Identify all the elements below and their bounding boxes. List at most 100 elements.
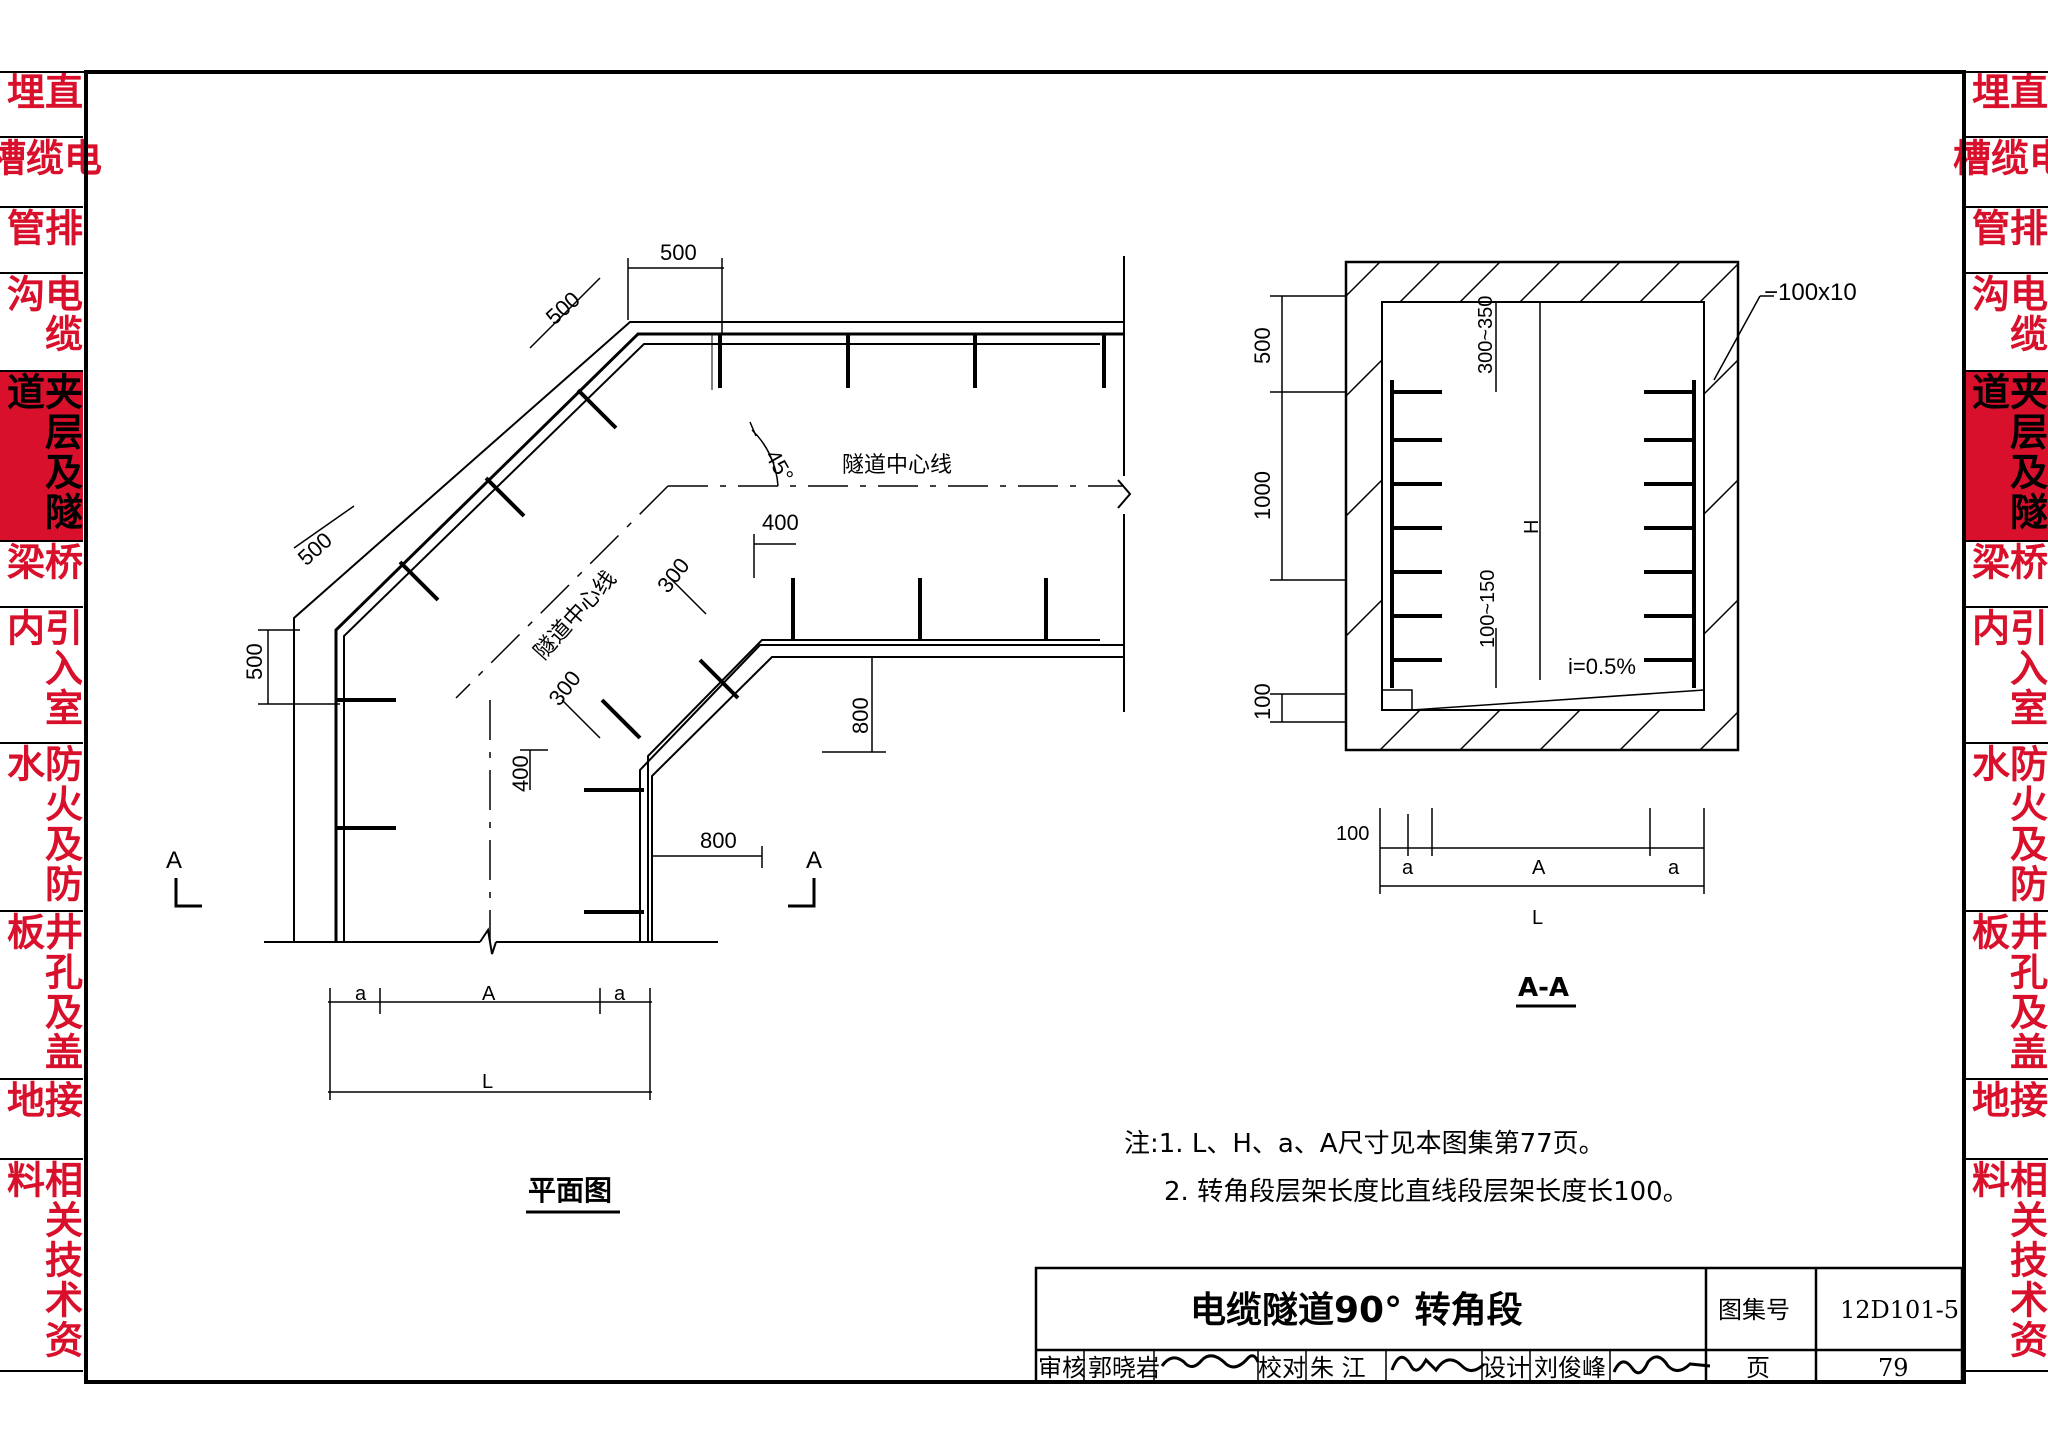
right-tab-label: 电缆槽	[1946, 138, 2048, 178]
plan-dim-L: L	[482, 1071, 493, 1093]
right-tab-label: 排管	[1965, 208, 2048, 248]
plan-centerline-label-h: 隧道中心线	[842, 453, 952, 478]
right-tab-0[interactable]: 直埋	[1965, 72, 2048, 138]
right-tab-1[interactable]: 电缆槽	[1947, 138, 2048, 208]
right-tab-7[interactable]: 防火及防水	[1965, 744, 2048, 912]
right-tab-10[interactable]: 相关技术资料	[1965, 1160, 2048, 1372]
plan-view	[174, 256, 1132, 1100]
plan-dim-800-horiz: 800	[700, 828, 737, 853]
check-label: 校对	[1258, 1354, 1306, 1382]
plan-dim-500-left: 500	[242, 643, 267, 680]
right-tab-label: 直埋	[1965, 72, 2048, 112]
left-tab-8[interactable]: 井孔及盖板	[0, 912, 83, 1080]
left-tab-10[interactable]: 相关技术资料	[0, 1160, 83, 1372]
right-tab-label: 桥梁	[1965, 542, 2048, 582]
left-tab-label: 接地	[0, 1080, 83, 1120]
left-tab-2[interactable]: 排管	[0, 208, 83, 274]
left-tab-3[interactable]: 电缆沟	[0, 274, 83, 372]
drawing-title: 电缆隧道90° 转角段	[1190, 1290, 1523, 1331]
checker-name: 朱 江	[1310, 1354, 1366, 1382]
left-tab-5[interactable]: 桥梁	[0, 542, 83, 608]
left-tab-1[interactable]: 电缆槽	[0, 138, 102, 208]
left-tab-label: 井孔及盖板	[0, 912, 83, 1072]
atlas-number: 12D101-5	[1840, 1296, 1959, 1324]
left-tab-4[interactable]: 夹层及隧道	[0, 372, 83, 542]
plan-dim-A: A	[482, 983, 496, 1005]
design-label: 设计	[1482, 1354, 1530, 1382]
section-dim-100: 100	[1250, 683, 1275, 720]
left-tab-label: 相关技术资料	[0, 1160, 83, 1360]
plan-dim-400-top: 400	[762, 510, 799, 535]
plan-dim-500-top: 500	[660, 240, 697, 265]
plan-dim-500-diag: 500	[541, 287, 585, 330]
left-tab-label: 引入室内	[0, 608, 83, 728]
right-tab-9[interactable]: 接地	[1965, 1080, 2048, 1160]
note-line-1: 注:1. L、H、a、A尺寸见本图集第77页。	[1124, 1129, 1605, 1159]
reviewer-name: 郭晓岩	[1088, 1354, 1160, 1382]
left-tab-label: 电缆槽	[0, 138, 102, 178]
left-tab-7[interactable]: 防火及防水	[0, 744, 83, 912]
right-tab-label: 相关技术资料	[1965, 1160, 2048, 1360]
plan-angle: 45°	[760, 445, 798, 486]
left-tab-label: 桥梁	[0, 542, 83, 582]
plan-dim-300-a: 300	[652, 553, 694, 597]
right-tab-label: 防火及防水	[1965, 744, 2048, 904]
section-bar-spec: −100x10	[1764, 279, 1857, 306]
left-tab-0[interactable]: 直埋	[0, 72, 83, 138]
left-tab-label: 电缆沟	[0, 274, 83, 354]
section-dim-a-left: a	[1402, 857, 1414, 879]
plan-section-mark-right: A	[806, 847, 822, 874]
section-dim-1000: 1000	[1250, 471, 1275, 520]
title-block	[1034, 1266, 1964, 1384]
right-tab-label: 接地	[1965, 1080, 2048, 1120]
section-dim-a-right: a	[1668, 857, 1680, 879]
page-label: 页	[1746, 1354, 1770, 1382]
right-tab-5[interactable]: 桥梁	[1965, 542, 2048, 608]
right-tab-6[interactable]: 引入室内	[1965, 608, 2048, 744]
plan-centerline-label-d: 隧道中心线	[529, 566, 621, 664]
plan-dim-a-right: a	[614, 983, 626, 1005]
page-number: 79	[1878, 1354, 1909, 1382]
plan-dim-800-vert: 800	[848, 697, 873, 734]
left-tab-label: 夹层及隧道	[0, 372, 83, 532]
section-dim-H: H	[1521, 520, 1543, 534]
left-tab-9[interactable]: 接地	[0, 1080, 83, 1160]
section-dim-500: 500	[1250, 327, 1275, 364]
right-tab-label: 井孔及盖板	[1965, 912, 2048, 1072]
section-dim-100-150: 100~150	[1477, 570, 1499, 648]
right-tab-label: 夹层及隧道	[1965, 372, 2048, 532]
atlas-label: 图集号	[1718, 1296, 1790, 1324]
left-tab-6[interactable]: 引入室内	[0, 608, 83, 744]
right-tab-8[interactable]: 井孔及盖板	[1965, 912, 2048, 1080]
right-tab-label: 引入室内	[1965, 608, 2048, 728]
left-side-tabs: 直埋电缆槽排管电缆沟夹层及隧道桥梁引入室内防火及防水井孔及盖板接地相关技术资料	[0, 72, 102, 1382]
right-tab-2[interactable]: 排管	[1965, 208, 2048, 274]
note-line-2: 2. 转角段层架长度比直线段层架长度长100。	[1164, 1177, 1689, 1207]
left-tab-label: 排管	[0, 208, 83, 248]
plan-dim-a-left: a	[355, 983, 367, 1005]
right-tab-4[interactable]: 夹层及隧道	[1965, 372, 2048, 542]
section-slope: i=0.5%	[1568, 654, 1636, 679]
right-tab-label: 电缆沟	[1965, 274, 2048, 354]
review-label: 审核	[1038, 1354, 1086, 1382]
section-title: A-A	[1518, 973, 1569, 1003]
section-dim-L: L	[1532, 907, 1543, 929]
checker-signature	[1390, 1355, 1486, 1373]
designer-name: 刘俊峰	[1534, 1354, 1606, 1382]
designer-signature	[1612, 1355, 1711, 1375]
reviewer-signature	[1160, 1354, 1260, 1369]
plan-section-mark-left: A	[166, 847, 182, 874]
section-labels: −100x10 500 1000 100 300~350 100~150 H i…	[1250, 279, 1857, 1003]
left-tab-label: 直埋	[0, 72, 83, 112]
section-view	[1270, 260, 1774, 894]
section-dim-300-350: 300~350	[1475, 296, 1497, 374]
sheet-frame	[84, 70, 1966, 1384]
plan-dim-400-left: 400	[508, 755, 533, 792]
right-tab-3[interactable]: 电缆沟	[1965, 274, 2048, 372]
plan-dim-300-b: 300	[544, 666, 586, 710]
left-tab-label: 防火及防水	[0, 744, 83, 904]
section-dim-100-bottom: 100	[1336, 823, 1369, 845]
plan-dim-500-left-diag: 500	[293, 527, 337, 570]
section-dim-A: A	[1532, 857, 1546, 879]
